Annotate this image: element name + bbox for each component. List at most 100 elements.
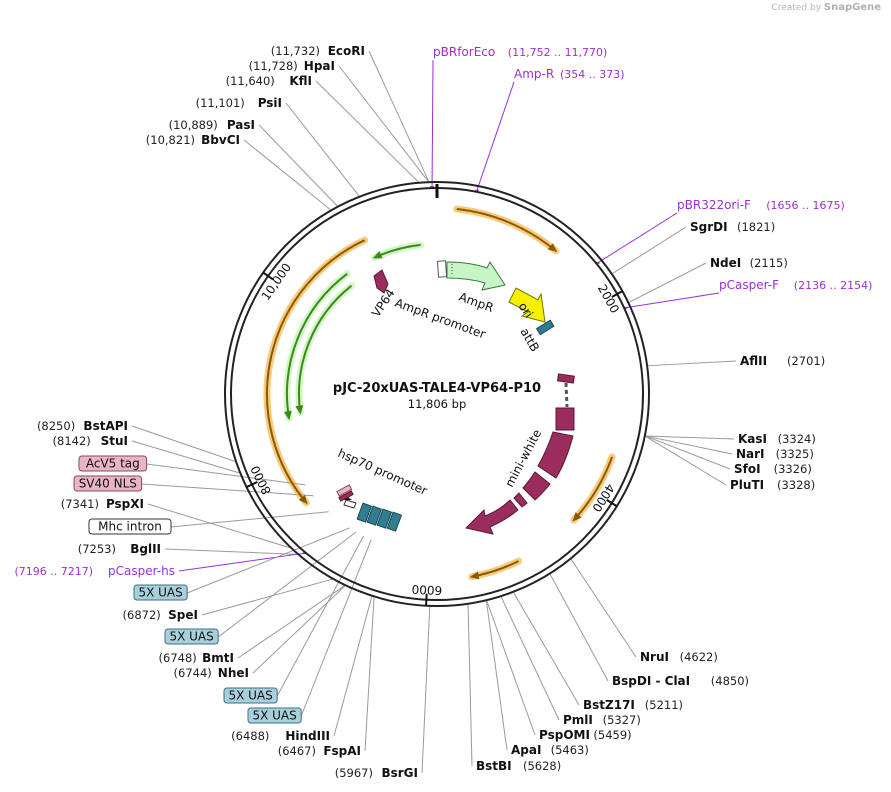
site-position: (6488) [231, 729, 269, 743]
leader-line [612, 226, 687, 274]
orange-arc-left[interactable] [266, 239, 366, 504]
snapgene-watermark: Created by SnapGene [771, 2, 881, 13]
feature-label-sv40-nls[interactable]: SV40 NLS [73, 475, 143, 492]
site-hpai[interactable]: HpaI(11,728) [249, 59, 335, 73]
site-name: PmlI [563, 713, 593, 727]
hsp70-promoter-feature[interactable] [343, 499, 357, 509]
primer-pbr322ori-f[interactable]: pBR322ori-F(1656 .. 1675) [677, 198, 845, 212]
leader-line [645, 435, 727, 486]
primer-name: pBRforEco [433, 45, 495, 59]
green-arc-2[interactable] [298, 284, 353, 413]
site-name: PasI [227, 118, 255, 132]
orange-arc-top[interactable] [456, 208, 557, 252]
green-arc-2-arrowhead [295, 405, 304, 415]
feature-label-box [78, 455, 148, 472]
site-sfoi[interactable]: SfoI(3326) [734, 462, 812, 476]
site-position: (6744) [174, 666, 212, 680]
site-bglii[interactable]: BglII(7253) [78, 542, 161, 556]
site-pmli[interactable]: PmlI(5327) [563, 713, 641, 727]
primer-range: (2136 .. 2154) [794, 279, 873, 292]
site-hindiii[interactable]: HindIII(6488) [231, 729, 330, 743]
site-pasi[interactable]: PasI(10,889) [169, 118, 255, 132]
site-kfli[interactable]: KflI(11,640) [226, 74, 312, 88]
site-position: (6872) [123, 608, 161, 622]
feature-label-box [223, 687, 278, 704]
site-bsrgi[interactable]: BsrGI(5967) [335, 766, 418, 780]
vp64-feature[interactable] [373, 269, 389, 294]
feature-label-5x-uas[interactable]: 5X UAS [247, 707, 302, 724]
watermark-prefix: Created by [771, 3, 821, 13]
site-bspdi-clai[interactable]: BspDI - ClaI(4850) [612, 674, 749, 688]
site-aflii[interactable]: AflII(2701) [740, 354, 825, 368]
site-name: KasI [738, 432, 767, 446]
site-name: HpaI [304, 59, 335, 73]
leader-line [170, 511, 329, 528]
site-nhei[interactable]: NheI(6744) [174, 666, 249, 680]
ampr-feature[interactable] [446, 260, 506, 291]
leader-line [421, 606, 431, 774]
leader-line [276, 535, 364, 697]
primer-amp-r[interactable]: Amp-R(354 .. 373) [514, 67, 625, 81]
leader-line [187, 527, 350, 594]
primer-pcasper-hs[interactable]: pCasper-hs(7196 .. 7217) [14, 564, 175, 578]
site-pspxi[interactable]: PspXI(7341) [61, 497, 144, 511]
orange-arc-top-arrowhead [547, 243, 558, 253]
site-fspai[interactable]: FspAI(6467) [278, 744, 361, 758]
site-ecori[interactable]: EcoRI(11,732) [271, 44, 365, 58]
primer-name: pCasper-hs [108, 564, 175, 578]
site-name: BstZ17I [583, 698, 635, 712]
ruler-tick-label: 2000 [595, 282, 622, 316]
leader-line [217, 531, 357, 638]
leader-line [570, 559, 637, 658]
feature-label-5x-uas[interactable]: 5X UAS [133, 584, 188, 601]
site-bstbi[interactable]: BstBI(5628) [476, 759, 561, 773]
orange-arc-bottom-arrowhead [469, 571, 480, 580]
site-name: SfoI [734, 462, 761, 476]
feature-label-box [133, 584, 188, 601]
site-kasi[interactable]: KasI(3324) [738, 432, 816, 446]
watermark-brand: SnapGene [823, 2, 881, 13]
mini-white-feature[interactable] [465, 373, 575, 535]
ampr-promoter-feature[interactable] [436, 260, 448, 278]
primer-range: (11,752 .. 11,770) [508, 46, 608, 59]
site-stui[interactable]: StuI(8142) [53, 434, 128, 448]
attb-feature[interactable] [535, 319, 555, 336]
site-name: PspOMI [539, 728, 590, 742]
site-bbvci[interactable]: BbvCI(10,821) [146, 133, 240, 147]
site-bstapi[interactable]: BstAPI(8250) [37, 419, 128, 433]
site-apai[interactable]: ApaI(5463) [511, 743, 589, 757]
site-ndei[interactable]: NdeI(2115) [710, 256, 788, 270]
site-nrui[interactable]: NruI(4622) [640, 650, 718, 664]
green-arc-1[interactable] [286, 273, 348, 419]
leader-line [645, 435, 733, 455]
leader-line [645, 435, 731, 470]
ruler-tick-label: 6000 [411, 582, 442, 598]
site-spei[interactable]: SpeI (6872) [123, 608, 198, 622]
feature-label-5x-uas[interactable]: 5X UAS [164, 628, 219, 645]
feature-label-mhc-intron[interactable]: Mhc intron [88, 518, 172, 535]
site-name: StuI [101, 434, 128, 448]
site-sgrdi[interactable]: SgrDI(1821) [690, 220, 775, 234]
feature-label-box [247, 707, 302, 724]
primer-pbrforeco[interactable]: pBRforEco (11,752 .. 11,770) [433, 45, 607, 59]
site-bmti[interactable]: BmtI(6748) [159, 651, 234, 665]
site-pspomi[interactable]: PspOMI(5459) [539, 728, 632, 742]
uas-blocks[interactable] [356, 502, 403, 532]
vp64-label: VP64 [369, 286, 398, 319]
site-bstz17i[interactable]: BstZ17I(5211) [583, 698, 683, 712]
leader-line [201, 578, 333, 616]
feature-label-acv5-tag[interactable]: AcV5 tag [78, 455, 148, 472]
site-position: (5967) [335, 766, 373, 780]
site-position: (6467) [278, 744, 316, 758]
primer-pcasper-f[interactable]: pCasper-F(2136 .. 2154) [719, 278, 872, 292]
site-name: SpeI [168, 608, 198, 622]
site-nari[interactable]: NarI(3325) [736, 447, 814, 461]
ori-feature[interactable] [508, 287, 546, 323]
leader-line [338, 65, 429, 182]
feature-label-text: 5X UAS [252, 709, 296, 723]
site-labels: EcoRI(11,732)HpaI(11,728)KflI(11,640) Psi… [14, 44, 872, 780]
site-pluti[interactable]: PluTI(3328) [730, 478, 815, 492]
site-psii[interactable]: PsiI(11,101) [196, 96, 282, 110]
feature-label-5x-uas[interactable]: 5X UAS [223, 687, 278, 704]
site-name: AflII [740, 354, 767, 368]
